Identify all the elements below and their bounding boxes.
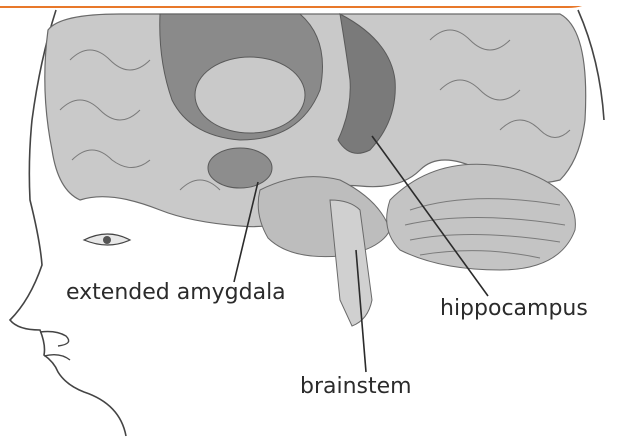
label-brainstem: brainstem [300,374,412,399]
thalamus [195,57,305,133]
label-hippocampus: hippocampus [440,296,588,321]
pupil [103,236,111,244]
title-banner [0,0,594,6]
label-extended-amygdala: extended amygdala [66,280,286,305]
temporal-lobe [258,177,390,257]
amygdala-region [208,148,272,188]
